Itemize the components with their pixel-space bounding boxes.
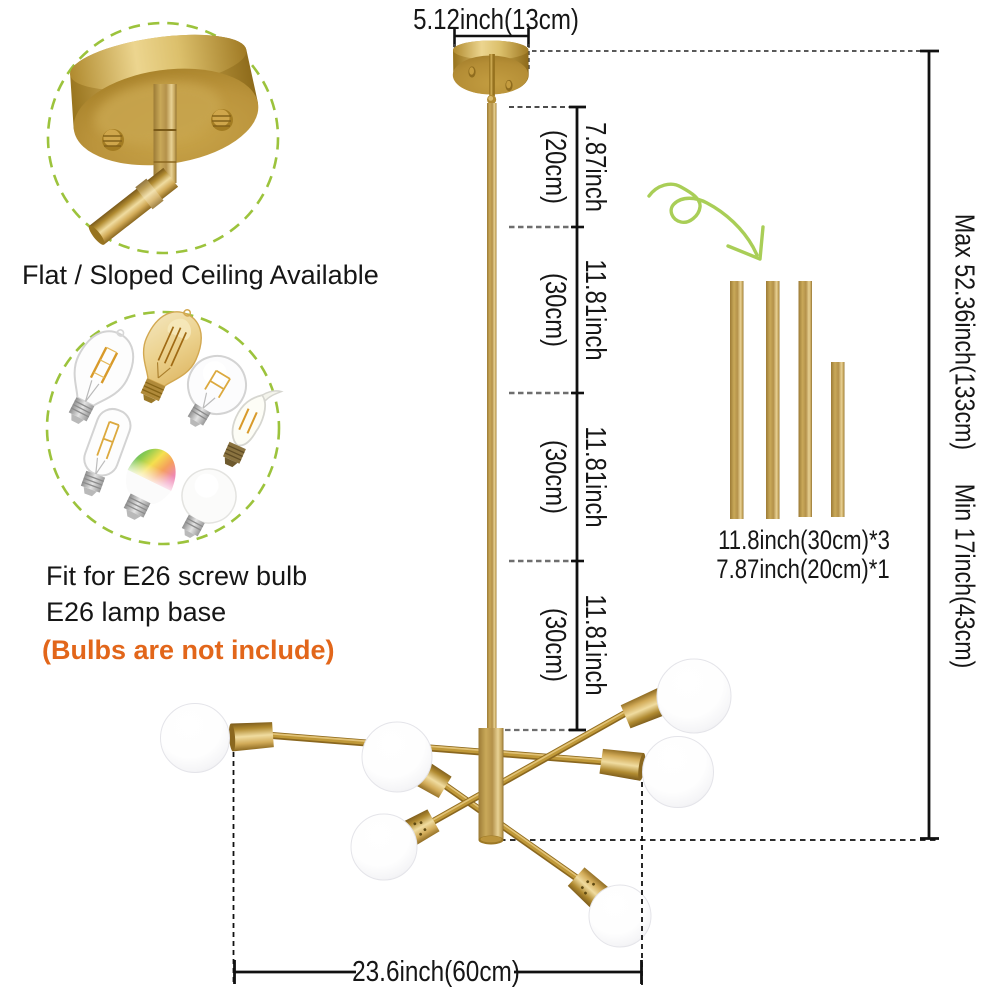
svg-text:11.81inch: 11.81inch bbox=[580, 259, 613, 360]
svg-text:7.87inch(20cm)*1: 7.87inch(20cm)*1 bbox=[716, 555, 889, 585]
svg-text:(30cm): (30cm) bbox=[540, 273, 573, 347]
svg-text:11.8inch(30cm)*3: 11.8inch(30cm)*3 bbox=[718, 526, 890, 556]
svg-text:Fit for E26 screw bulb: Fit for E26 screw bulb bbox=[46, 561, 307, 591]
svg-text:(30cm): (30cm) bbox=[540, 440, 573, 514]
svg-text:(30cm): (30cm) bbox=[540, 608, 573, 682]
svg-text:11.81inch: 11.81inch bbox=[580, 594, 613, 695]
svg-text:7.87inch: 7.87inch bbox=[580, 122, 613, 212]
svg-text:Min 17inch(43cm): Min 17inch(43cm) bbox=[949, 484, 979, 669]
svg-text:5.12inch(13cm): 5.12inch(13cm) bbox=[413, 3, 579, 36]
svg-text:(20cm): (20cm) bbox=[540, 130, 573, 204]
svg-text:Max 52.36inch(133cm): Max 52.36inch(133cm) bbox=[949, 214, 979, 450]
svg-text:11.81inch: 11.81inch bbox=[580, 426, 613, 527]
svg-text:E26 lamp base: E26 lamp base bbox=[46, 597, 226, 627]
svg-text:23.6inch(60cm): 23.6inch(60cm) bbox=[352, 955, 520, 987]
svg-text:(Bulbs are not include): (Bulbs are not include) bbox=[42, 635, 335, 665]
svg-text:Flat / Sloped Ceiling Availabl: Flat / Sloped Ceiling Available bbox=[22, 260, 379, 290]
